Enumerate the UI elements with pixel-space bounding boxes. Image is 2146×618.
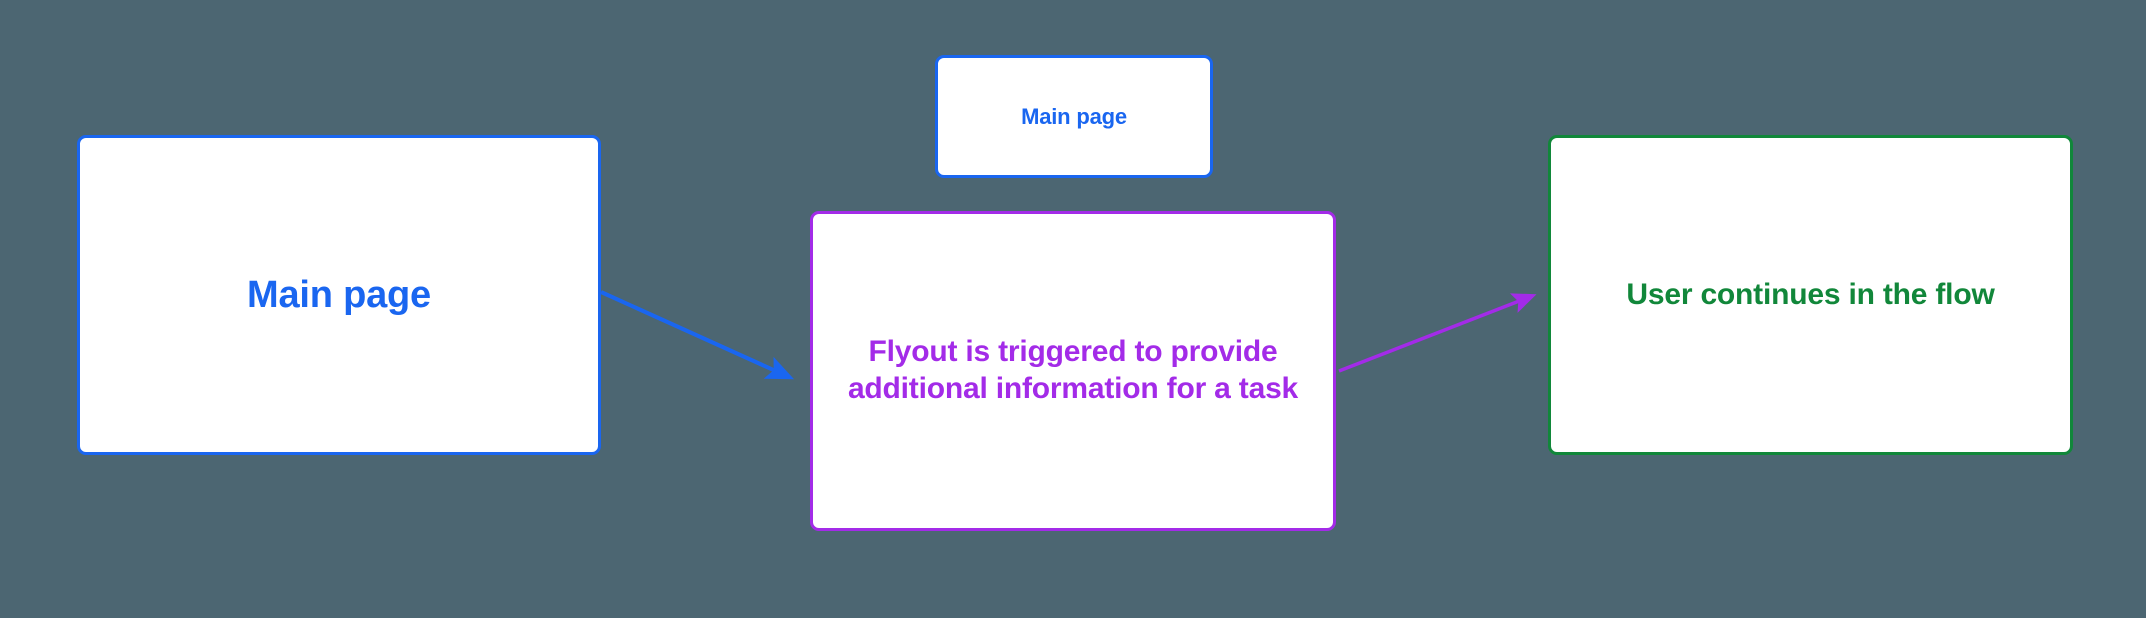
node-user-continues[interactable]: User continues in the flow (1548, 135, 2073, 455)
node-flyout[interactable]: Flyout is triggered to provide additiona… (810, 211, 1336, 531)
node-main-page-large-label: Main page (246, 273, 431, 316)
edge-flyout-to-continue (1338, 293, 1537, 373)
edge-main-page-to-flyout (600, 290, 795, 380)
node-user-continues-label: User continues in the flow (1626, 278, 1995, 312)
node-flyout-label: Flyout is triggered to provide additiona… (847, 335, 1299, 405)
node-main-page-large[interactable]: Main page (77, 135, 601, 455)
node-main-page-small-label: Main page (1021, 103, 1127, 129)
node-main-page-small[interactable]: Main page (935, 55, 1213, 178)
